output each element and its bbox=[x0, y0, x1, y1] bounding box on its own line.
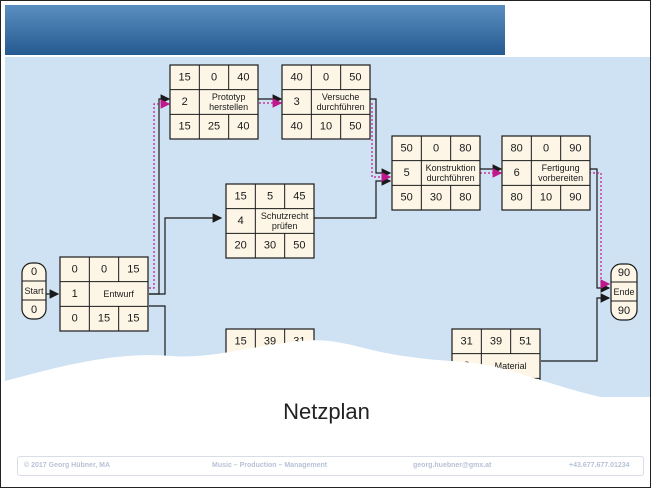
time-value: 25 bbox=[208, 121, 220, 133]
time-value: 51 bbox=[519, 335, 531, 347]
start-late: 0 bbox=[31, 304, 37, 316]
activity-name: vorbereiten bbox=[538, 173, 583, 183]
time-value: 80 bbox=[459, 192, 471, 204]
end-late: 90 bbox=[618, 305, 630, 317]
time-value: 50 bbox=[401, 142, 413, 154]
time-value: 50 bbox=[349, 121, 361, 133]
time-value: 10 bbox=[320, 121, 332, 133]
footer-copyright: © 2017 Georg Hübner, MA bbox=[24, 462, 111, 469]
start-node: 0 Start 0 bbox=[21, 262, 47, 320]
activity-name: herstellen bbox=[209, 102, 248, 112]
end-label: Ende bbox=[613, 287, 634, 297]
time-value: 45 bbox=[293, 190, 305, 202]
time-value: 15 bbox=[98, 313, 110, 325]
activity-id: 5 bbox=[404, 167, 410, 179]
slack-value: 0 bbox=[101, 263, 107, 275]
activity-id: 3 bbox=[294, 96, 300, 108]
footer-email: georg.huebner@gmx.at bbox=[413, 462, 492, 469]
slack-value: 0 bbox=[543, 142, 549, 154]
activity-name: prüfen bbox=[272, 221, 298, 231]
activity-name: Prototyp bbox=[212, 92, 246, 102]
time-value: 15 bbox=[235, 335, 247, 347]
time-value: 40 bbox=[291, 71, 303, 83]
activity-name: durchführen bbox=[317, 102, 365, 112]
slide-title: Netzplan bbox=[283, 399, 370, 424]
slack-value: 5 bbox=[267, 190, 273, 202]
activity-name: Entwurf bbox=[103, 289, 134, 299]
time-value: 80 bbox=[511, 142, 523, 154]
time-value: 0 bbox=[72, 263, 78, 275]
time-value: 50 bbox=[293, 240, 305, 252]
slack-value: 0 bbox=[323, 71, 329, 83]
activity-id: 6 bbox=[514, 167, 520, 179]
time-value: 80 bbox=[511, 192, 523, 204]
activity-id: 4 bbox=[238, 215, 244, 227]
time-value: 40 bbox=[237, 71, 249, 83]
footer-bar: © 2017 Georg Hübner, MA Music – Producti… bbox=[17, 456, 644, 476]
time-value: 15 bbox=[235, 190, 247, 202]
time-value: 15 bbox=[127, 263, 139, 275]
header-band bbox=[5, 5, 505, 55]
time-value: 15 bbox=[127, 313, 139, 325]
time-value: 31 bbox=[461, 335, 473, 347]
time-value: 50 bbox=[349, 71, 361, 83]
start-early: 0 bbox=[31, 266, 37, 278]
start-label: Start bbox=[24, 286, 44, 296]
activity-id: 1 bbox=[72, 288, 78, 300]
activity-name: Fertigung bbox=[542, 163, 580, 173]
time-value: 15 bbox=[179, 71, 191, 83]
end-node: 90 Ende 90 bbox=[610, 263, 638, 321]
time-value: 40 bbox=[237, 121, 249, 133]
activity-name: Konstruktion bbox=[426, 163, 476, 173]
time-value: 0 bbox=[72, 313, 78, 325]
footer-course: Music – Production – Management bbox=[212, 462, 328, 469]
time-value: 50 bbox=[401, 192, 413, 204]
slack-value: 0 bbox=[211, 71, 217, 83]
footer-phone: +43.677.677.01234 bbox=[569, 462, 630, 469]
slack-value: 0 bbox=[433, 142, 439, 154]
activity-name: Schutzrecht bbox=[261, 211, 309, 221]
end-early: 90 bbox=[618, 267, 630, 279]
time-value: 30 bbox=[430, 192, 442, 204]
time-value: 40 bbox=[291, 121, 303, 133]
time-value: 15 bbox=[179, 121, 191, 133]
activity-id: 2 bbox=[182, 96, 188, 108]
time-value: 80 bbox=[459, 142, 471, 154]
activity-name: Versuche bbox=[322, 92, 360, 102]
time-value: 90 bbox=[569, 192, 581, 204]
time-value: 90 bbox=[569, 142, 581, 154]
activity-name: Material bbox=[495, 361, 527, 371]
activity-name: durchführen bbox=[427, 173, 475, 183]
time-value: 20 bbox=[235, 240, 247, 252]
time-value: 10 bbox=[540, 192, 552, 204]
activity-node-1: 0 0 15 1 Entwurf 0 15 15 bbox=[59, 256, 149, 332]
slack-value: 39 bbox=[490, 335, 502, 347]
slack-value: 39 bbox=[264, 335, 276, 347]
time-value: 30 bbox=[264, 240, 276, 252]
